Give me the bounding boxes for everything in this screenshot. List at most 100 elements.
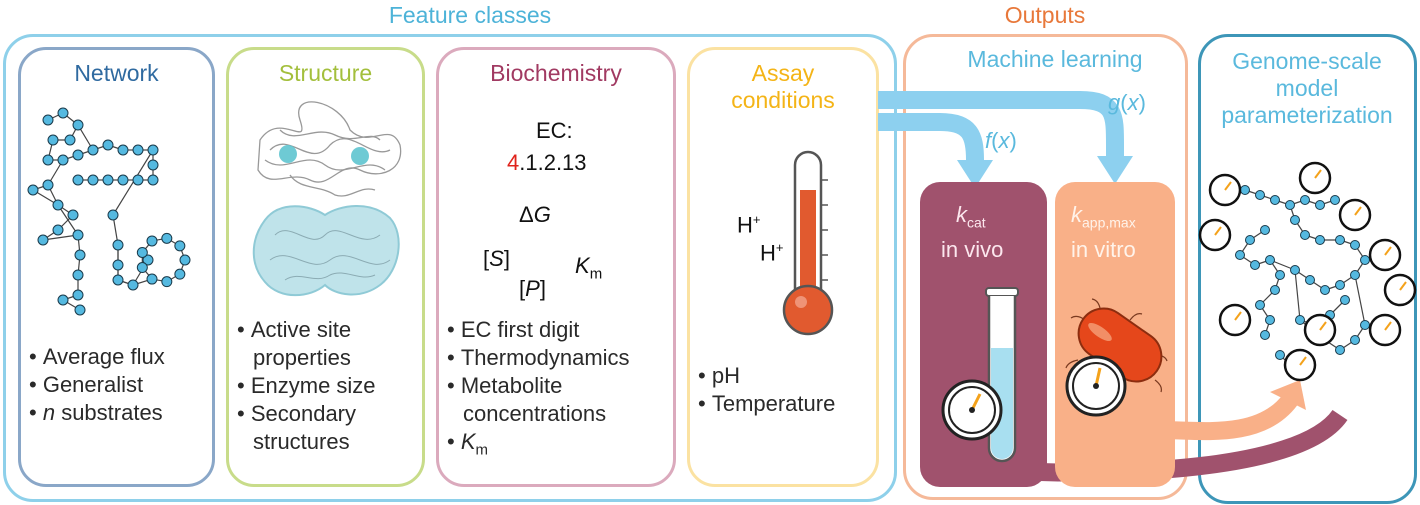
network-node bbox=[52, 199, 64, 211]
stopwatch-icon-kcat bbox=[941, 379, 1003, 441]
network-node bbox=[1240, 185, 1250, 195]
feature-classes-title: Feature classes bbox=[388, 2, 552, 28]
network-node bbox=[1300, 230, 1310, 240]
network-edge bbox=[57, 204, 79, 236]
network-node bbox=[1340, 295, 1350, 305]
network-node bbox=[117, 174, 129, 186]
network-node bbox=[1335, 280, 1345, 290]
network-node bbox=[47, 134, 59, 146]
network-node bbox=[1265, 255, 1275, 265]
network-node bbox=[1350, 335, 1360, 345]
network-node bbox=[57, 294, 69, 306]
network-edge bbox=[1294, 269, 1301, 321]
network-node bbox=[67, 209, 79, 221]
kapp-max-label: kapp,max bbox=[1071, 202, 1136, 231]
network-edge bbox=[112, 149, 154, 216]
structure-bullets: Active site properties Enzyme size Secon… bbox=[237, 316, 376, 456]
kcat-in-vivo-box: kcat in vivo bbox=[920, 182, 1047, 487]
stopwatch-hand bbox=[1224, 181, 1232, 191]
network-node bbox=[1260, 225, 1270, 235]
stopwatch-hand bbox=[1214, 226, 1222, 236]
stopwatch-hand bbox=[1354, 206, 1362, 216]
network-node bbox=[1270, 285, 1280, 295]
network-node bbox=[1235, 250, 1245, 260]
network-node bbox=[161, 276, 173, 288]
network-node bbox=[1360, 320, 1370, 330]
network-node bbox=[1295, 315, 1305, 325]
assay-title-line1: Assay bbox=[751, 60, 815, 86]
network-node bbox=[57, 154, 69, 166]
network-node bbox=[1285, 200, 1295, 210]
f-of-x-label: f(x) bbox=[985, 128, 1017, 153]
network-node bbox=[1290, 265, 1300, 275]
network-node bbox=[147, 144, 159, 156]
network-node bbox=[1320, 285, 1330, 295]
network-graph bbox=[27, 107, 191, 316]
bullet-ec-first-digit: EC first digit bbox=[447, 316, 630, 344]
network-node bbox=[64, 134, 76, 146]
ec-number: 4.1.2.13 bbox=[507, 150, 587, 175]
network-node bbox=[147, 174, 159, 186]
outputs-title: Outputs bbox=[1004, 2, 1086, 28]
network-node bbox=[102, 139, 114, 151]
network-node bbox=[1290, 215, 1300, 225]
substrate-concentration: [S] bbox=[483, 246, 510, 271]
network-node bbox=[1270, 195, 1280, 205]
network-node bbox=[1265, 315, 1275, 325]
network-node bbox=[72, 119, 84, 131]
network-node bbox=[1300, 195, 1310, 205]
network-node bbox=[1255, 300, 1265, 310]
kcat-label: kcat bbox=[956, 202, 986, 231]
network-node bbox=[127, 279, 139, 291]
network-node bbox=[1350, 270, 1360, 280]
bullet-n-substrates: n substrates bbox=[29, 399, 165, 427]
bullet-properties: properties bbox=[253, 345, 351, 370]
network-bullets: Average flux Generalist n substrates bbox=[29, 343, 165, 427]
network-node bbox=[107, 209, 119, 221]
network-node bbox=[1275, 350, 1285, 360]
bullet-average-flux: Average flux bbox=[29, 343, 165, 371]
network-node bbox=[1255, 190, 1265, 200]
network-node bbox=[87, 174, 99, 186]
network-node bbox=[1315, 200, 1325, 210]
network-node bbox=[72, 149, 84, 161]
network-node bbox=[146, 273, 158, 285]
bullet-enzyme-size: Enzyme size bbox=[237, 372, 376, 400]
bullet-thermodynamics: Thermodynamics bbox=[447, 344, 630, 372]
network-node bbox=[74, 249, 86, 261]
bullet-generalist: Generalist bbox=[29, 371, 165, 399]
network-node bbox=[1315, 235, 1325, 245]
assay-title-line2: conditions bbox=[731, 87, 835, 113]
genome-title-line2: model bbox=[1275, 75, 1339, 101]
network-node bbox=[37, 234, 49, 246]
bullet-active-site: Active site bbox=[237, 316, 376, 344]
structure-title: Structure bbox=[278, 60, 373, 86]
kapp-in-vitro-box: kapp,max in vitro bbox=[1055, 182, 1175, 487]
network-node bbox=[74, 304, 86, 316]
delta-g: ΔG bbox=[519, 202, 551, 227]
network-node bbox=[72, 289, 84, 301]
network-node bbox=[1330, 195, 1340, 205]
km-symbol: Km bbox=[575, 253, 603, 283]
network-node bbox=[1275, 270, 1285, 280]
stopwatch-hand bbox=[1234, 311, 1242, 321]
network-node bbox=[42, 179, 54, 191]
bullet-metabolite: Metabolite bbox=[447, 372, 630, 400]
assay-bullets: pH Temperature bbox=[698, 362, 836, 418]
bullet-secondary: Secondary bbox=[237, 400, 376, 428]
stopwatch-hand bbox=[1384, 321, 1392, 331]
ec-label: EC: bbox=[536, 118, 573, 143]
network-title: Network bbox=[74, 60, 159, 86]
network-node bbox=[112, 239, 124, 251]
product-concentration: [P] bbox=[519, 276, 546, 301]
thermometer-icon bbox=[782, 150, 834, 336]
stopwatch-hand bbox=[1399, 281, 1407, 291]
network-node bbox=[1305, 275, 1315, 285]
network-node bbox=[142, 254, 154, 266]
network-node bbox=[146, 235, 158, 247]
network-node bbox=[1335, 345, 1345, 355]
bullet-concentrations: concentrations bbox=[463, 401, 607, 426]
biochemistry-title: Biochemistry bbox=[490, 60, 622, 86]
network-node bbox=[174, 268, 186, 280]
stopwatch-hand bbox=[1319, 321, 1327, 331]
